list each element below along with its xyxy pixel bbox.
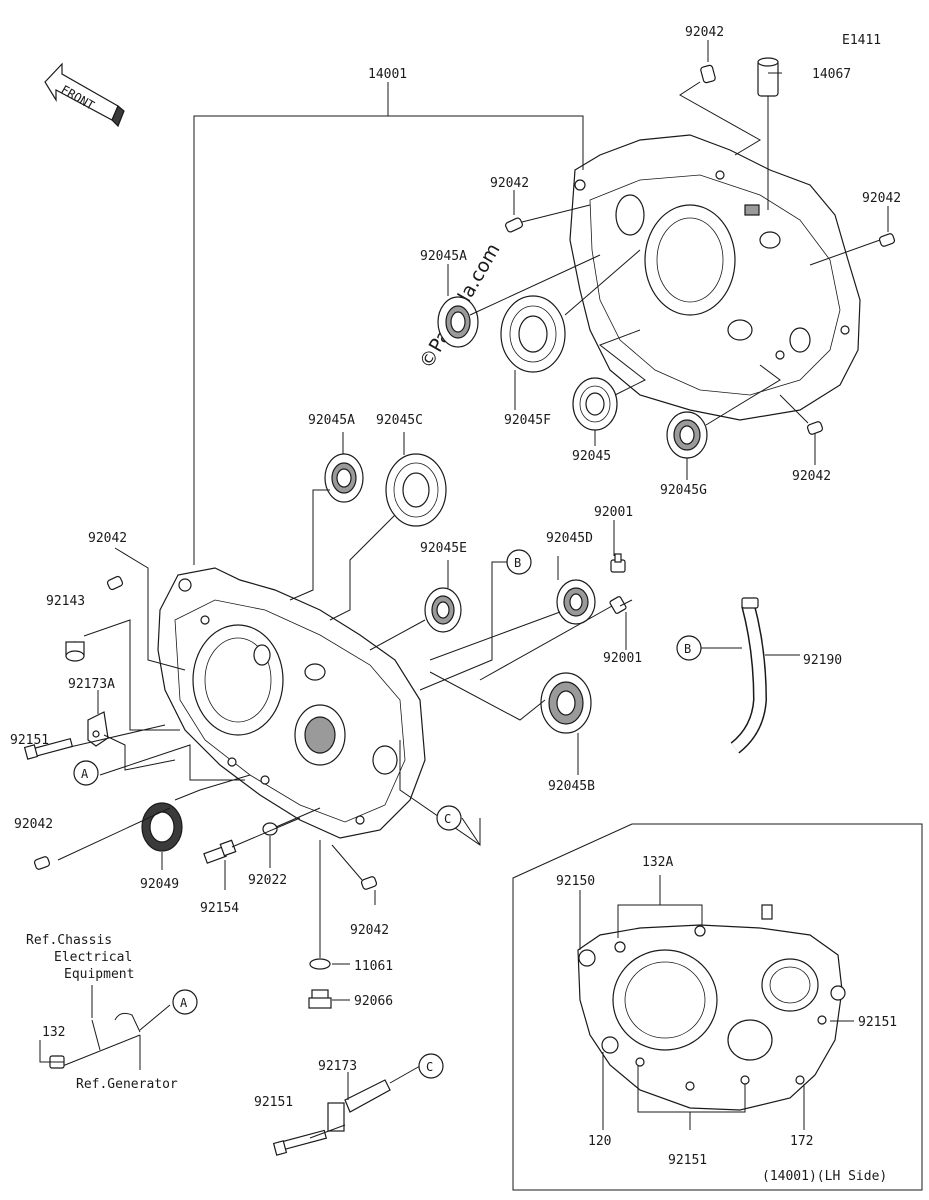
dowel-pin-92042-mid-right [806,421,824,435]
bearing-92045F [500,295,566,373]
label-92173A: 92173A [68,677,115,692]
svg-text:A: A [180,996,188,1010]
bearing-92045B [540,672,592,734]
dowel-pin-92042-left [106,575,124,591]
label-92042-left: 92042 [88,531,127,546]
label-132: 132 [42,1025,65,1040]
label-92154: 92154 [200,901,239,916]
inset-label-172: 172 [790,1134,813,1149]
label-92001-lower: 92001 [603,651,642,666]
label-92045C: 92045C [376,413,423,428]
label-92045E: 92045E [420,541,467,556]
dowel-pin-92042-right [878,233,896,247]
svg-text:C: C [444,812,451,826]
label-14001: 14001 [368,67,407,82]
ref-chassis-line3: Equipment [64,967,134,982]
oil-seal-92049 [141,802,183,852]
inset-lh-side: 132A 92150 92151 120 92151 172 (14001)(L… [512,823,923,1191]
inset-label-120: 120 [588,1134,611,1149]
dowel-pin-92042-bottom [360,876,378,890]
label-92045D: 92045D [546,531,593,546]
front-arrow-icon: FRONT [44,62,125,128]
bearing-92045G [666,411,708,459]
part-14067 [757,57,779,97]
bolt-92151-bottom [272,1129,328,1156]
label-92066: 92066 [354,994,393,1009]
label-92042-mid-right: 92042 [792,469,831,484]
label-92045A-lower: 92045A [308,413,355,428]
label-92173: 92173 [318,1059,357,1074]
callout-A-left: A [73,760,99,786]
inset-label-92150: 92150 [556,874,595,889]
label-11061: 11061 [354,959,393,974]
label-92151-left: 92151 [10,733,49,748]
label-92042-bottom-left: 92042 [14,817,53,832]
ref-chassis-line1: Ref.Chassis [26,933,112,948]
inset-caption: (14001)(LH Side) [762,1169,887,1184]
label-92022: 92022 [248,873,287,888]
label-14067: 14067 [812,67,851,82]
bearing-92045A-upper [437,296,479,348]
bearing-92045E [424,587,462,633]
label-92045F: 92045F [504,413,551,428]
label-92042-upper-left: 92042 [490,176,529,191]
callout-B-right: B [676,635,702,661]
clamp-92173A [87,711,109,747]
label-92143: 92143 [46,594,85,609]
inset-label-132A: 132A [642,855,673,870]
label-92042-top: 92042 [685,25,724,40]
ref-generator: Ref.Generator [76,1077,178,1092]
callout-C-center: C [436,805,462,831]
diagram-code: E1411 [842,33,881,48]
label-92045B: 92045B [548,779,595,794]
svg-text:A: A [81,767,89,781]
dowel-pin-92042-upper-left [505,217,523,233]
drain-plug-92066 [308,989,332,1009]
crankcase-left-half [157,567,426,839]
bearing-92045 [572,377,618,431]
bearing-92045C [385,453,447,527]
crankcase-right-half [569,134,861,421]
bolt-92001-lower [609,596,633,614]
ref-chassis-line2: Electrical [54,950,132,965]
label-92042-right: 92042 [862,191,901,206]
bolt-92001-upper [610,553,626,573]
collar-92143 [65,641,85,662]
svg-text:B: B [684,642,691,656]
gasket-11061 [309,958,331,970]
inset-label-92151-right: 92151 [858,1015,897,1030]
callout-B-center: B [506,549,532,575]
label-92151-bottom: 92151 [254,1095,293,1110]
bearing-92045A-lower [324,453,364,503]
leader-lines [39,40,889,1139]
label-92049: 92049 [140,877,179,892]
inset-label-92151-bottom: 92151 [668,1153,707,1168]
svg-text:C: C [426,1060,433,1074]
bearing-92045D [556,579,596,625]
dowel-pin-92042-top [700,64,716,84]
svg-text:B: B [514,556,521,570]
clamp-92173 [327,1079,391,1132]
label-92045A-upper: 92045A [420,249,467,264]
dowel-pin-92042-bottom-left [33,856,51,870]
label-92190: 92190 [803,653,842,668]
label-92001-upper: 92001 [594,505,633,520]
label-92045: 92045 [572,449,611,464]
callout-A-bottom: A [172,989,198,1015]
bolt-92151-left [23,737,74,760]
wire-lead [59,1012,141,1068]
label-92045G: 92045G [660,483,707,498]
label-92042-bottom: 92042 [350,923,389,938]
callout-C-bottom: C [418,1053,444,1079]
fitting-92154 [203,839,237,864]
